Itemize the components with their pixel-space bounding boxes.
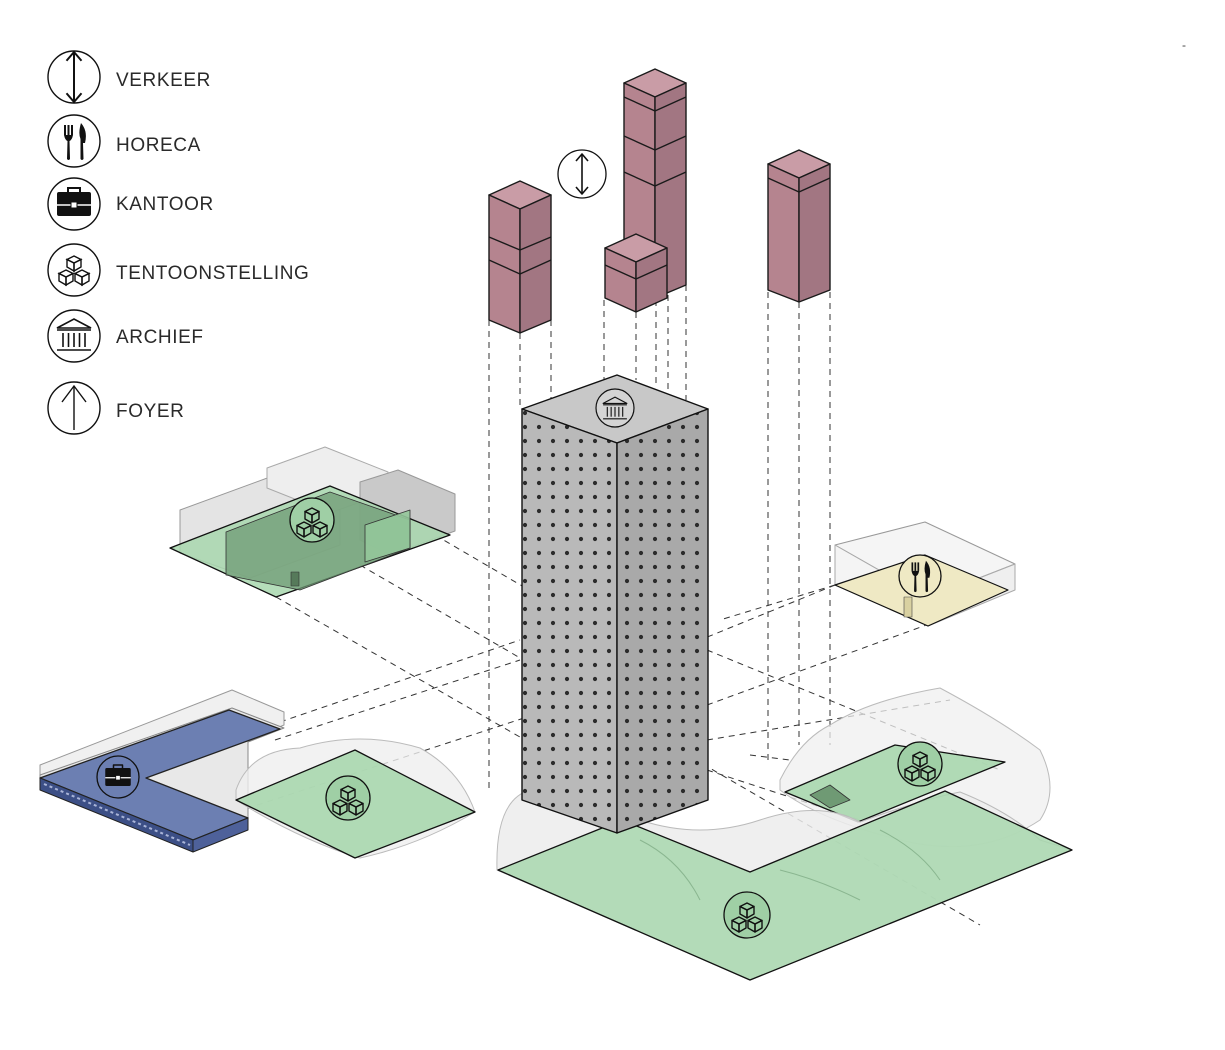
- exhibition-block-left: [169, 446, 456, 598]
- verkeer-volume-3: [604, 233, 668, 313]
- legend-verkeer: [47, 50, 101, 104]
- verkeer-volumes: [488, 68, 831, 334]
- legend-foyer: [47, 381, 101, 435]
- verkeer-volume-4: [767, 149, 831, 303]
- legend-label-kantoor: KANTOOR: [116, 194, 214, 215]
- archive-tower: [521, 374, 709, 834]
- legend-label-foyer: FOYER: [116, 401, 185, 422]
- exhibition-shell-left: [235, 738, 476, 859]
- stray-mark: -: [1182, 38, 1186, 52]
- legend-horeca-circle: [47, 114, 101, 168]
- verkeer-symbol: [557, 149, 607, 199]
- legend-kantoor: [47, 177, 101, 231]
- legend-label-tentoonstelling: TENTOONSTELLING: [116, 263, 310, 284]
- legend-label-archief: ARCHIEF: [116, 327, 204, 348]
- legend-horeca: [47, 114, 101, 168]
- verkeer-volume-1: [488, 180, 552, 334]
- legend-label-horeca: HORECA: [116, 135, 201, 156]
- legend-label-verkeer: VERKEER: [116, 70, 212, 91]
- legend-tentoonstelling: [47, 243, 101, 297]
- horeca-block: [834, 521, 1016, 627]
- briefcase-icon: [104, 764, 132, 787]
- legend-archief: [47, 309, 101, 363]
- office-block: [39, 689, 285, 853]
- legend: [47, 50, 101, 435]
- briefcase-icon: [56, 187, 92, 217]
